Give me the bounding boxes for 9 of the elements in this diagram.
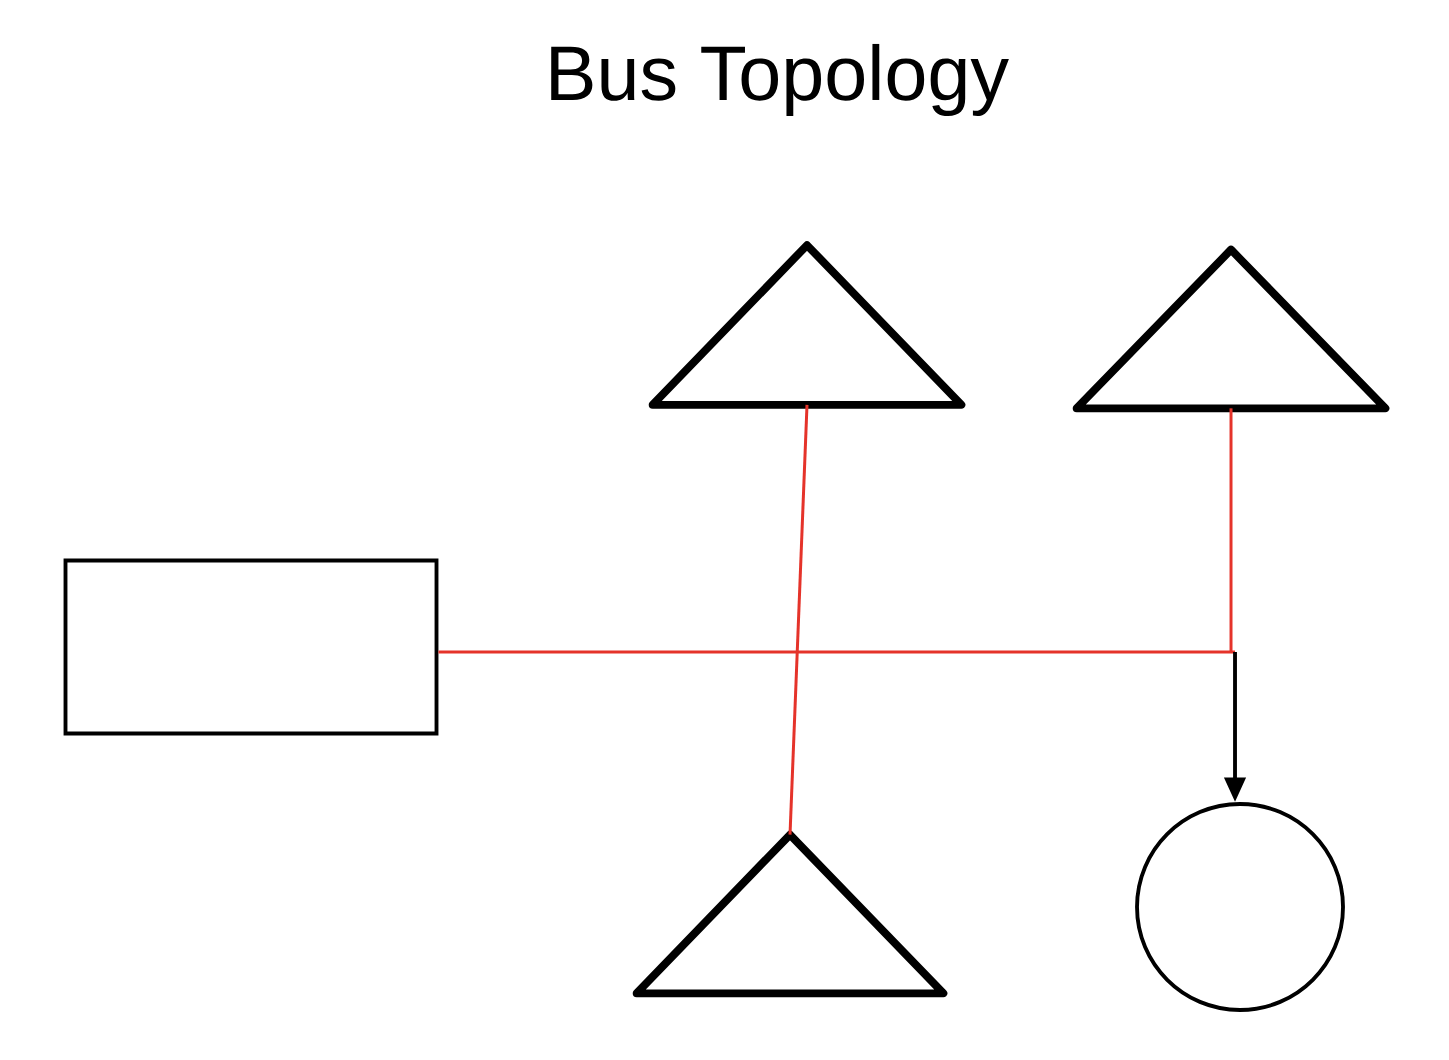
bus-line	[438, 650, 1235, 654]
circle-shape	[1135, 802, 1345, 1012]
bus-line	[1229, 408, 1233, 652]
triangle-shape	[1072, 245, 1390, 413]
rectangle-box	[63, 558, 439, 736]
triangle-shape	[632, 830, 948, 998]
bus-line	[788, 404, 809, 835]
title: Bus Topology	[551, 43, 1009, 116]
triangle-shape	[648, 241, 966, 409]
